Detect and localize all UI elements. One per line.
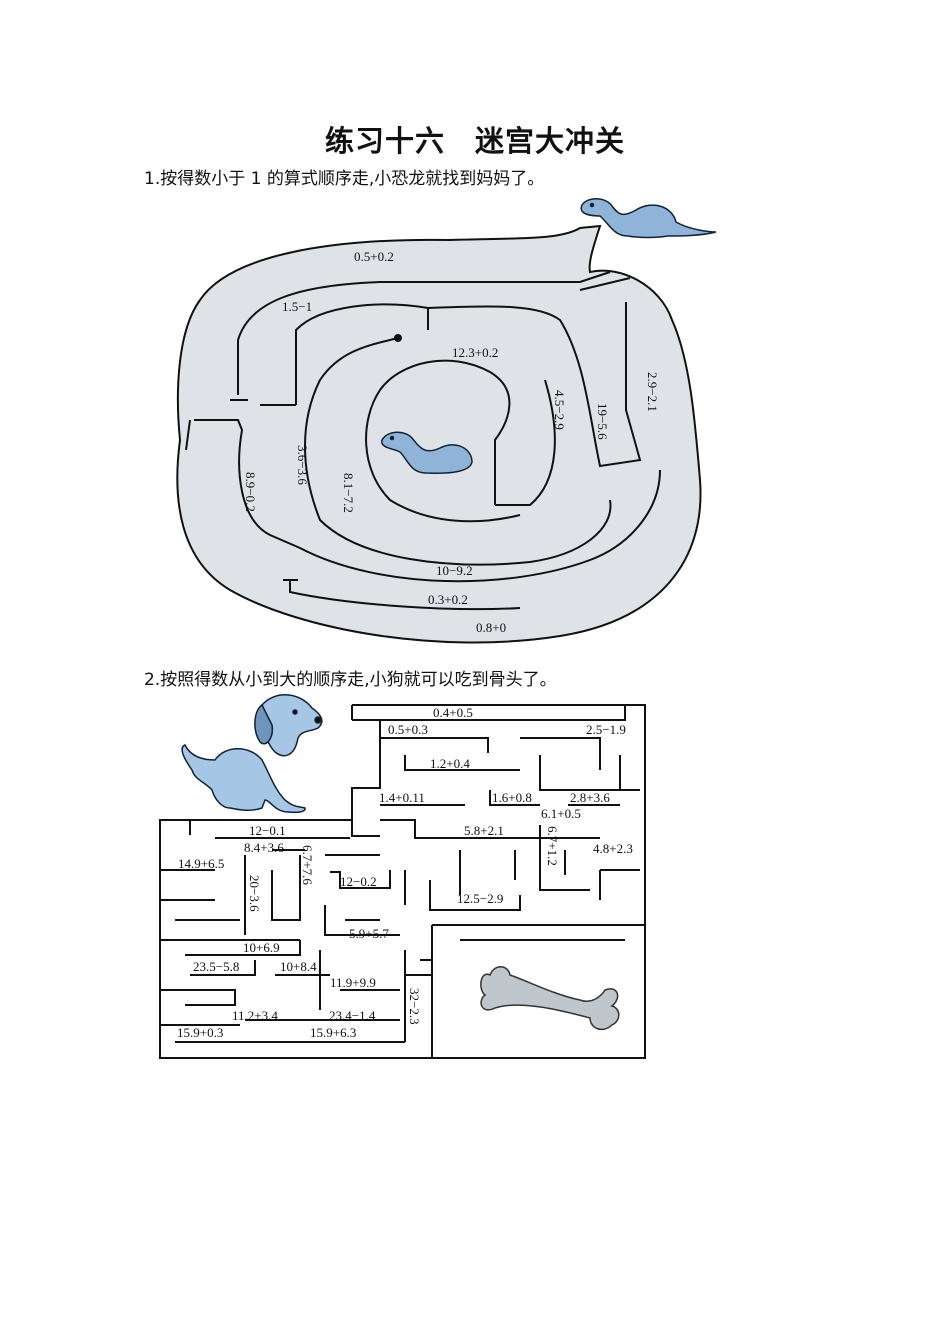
maze1-label: 3.6−3.6 xyxy=(295,445,310,485)
maze2-label: 10+6.9 xyxy=(243,940,280,955)
maze1-label: 8.9−0.2 xyxy=(243,472,258,512)
maze2-label: 32−2.3 xyxy=(407,988,422,1025)
maze1-label: 19−5.6 xyxy=(595,403,610,440)
maze2-label: 12−0.1 xyxy=(249,823,286,838)
maze1-label: 8.1−7.2 xyxy=(341,473,356,513)
maze1-label: 0.8+0 xyxy=(476,620,506,635)
maze2-label: 5.8+2.1 xyxy=(464,823,504,838)
maze2-label: 2.8+3.6 xyxy=(570,790,610,805)
maze2-label: 6.7+7.6 xyxy=(300,845,315,885)
maze2-label: 15.9+6.3 xyxy=(310,1025,356,1040)
page-title: 练习十六 迷宫大冲关 xyxy=(324,124,625,158)
maze2-label: 12.5−2.9 xyxy=(457,891,503,906)
mother-dinosaur-icon xyxy=(580,198,717,239)
maze2-label: 8.4+3.6 xyxy=(244,840,284,855)
maze2-label: 11.2+3.4 xyxy=(232,1008,278,1023)
maze2-label: 1.2+0.4 xyxy=(430,756,470,771)
baby-dinosaur-icon xyxy=(381,431,473,474)
maze2-label: 6.7+1.2 xyxy=(545,826,560,866)
question-2-text: 2.按照得数从小到大的顺序走,小狗就可以吃到骨头了。 xyxy=(144,670,557,690)
maze1-label: 0.5+0.2 xyxy=(354,249,394,264)
bone-icon xyxy=(480,966,620,1031)
spiral-maze xyxy=(176,224,702,644)
maze1-label: 4.5−2.9 xyxy=(552,390,567,430)
maze2-label: 23.5−5.8 xyxy=(193,959,239,974)
maze2-label: 10+8.4 xyxy=(280,959,317,974)
maze2-label: 5.9+5.7 xyxy=(349,926,389,941)
maze2-label: 4.8+2.3 xyxy=(593,841,633,856)
maze2-label: 2.5−1.9 xyxy=(586,722,626,737)
maze2-label: 0.5+0.3 xyxy=(388,722,428,737)
maze2-label: 1.6+0.8 xyxy=(492,790,532,805)
maze2-label: 0.4+0.5 xyxy=(433,705,473,720)
maze1-label: 10−9.2 xyxy=(436,563,473,578)
maze2-label: 15.9+0.3 xyxy=(177,1025,223,1040)
question-1-text: 1.按得数小于 1 的算式顺序走,小恐龙就找到妈妈了。 xyxy=(144,169,545,189)
maze1-label: 0.3+0.2 xyxy=(428,592,468,607)
maze2-label: 12−0.2 xyxy=(340,874,377,889)
maze2-label: 20−3.6 xyxy=(247,875,262,912)
maze2-label: 6.1+0.5 xyxy=(541,806,581,821)
maze2-label: 23.4−1.4 xyxy=(329,1008,376,1023)
grid-maze-labels: 0.4+0.5 0.5+0.3 2.5−1.9 1.2+0.4 1.4+0.11… xyxy=(177,705,633,1040)
maze1-label: 2.9−2.1 xyxy=(645,372,660,412)
maze1-label: 1.5−1 xyxy=(282,299,312,314)
dog-icon xyxy=(181,694,323,814)
maze1-label: 12.3+0.2 xyxy=(452,345,498,360)
spiral-maze-labels: 0.5+0.2 1.5−1 12.3+0.2 2.9−2.1 19−5.6 4.… xyxy=(243,249,660,635)
maze2-label: 11.9+9.9 xyxy=(330,975,376,990)
maze2-label: 1.4+0.11 xyxy=(379,790,425,805)
grid-maze xyxy=(159,704,646,1059)
maze2-label: 14.9+6.5 xyxy=(178,856,224,871)
